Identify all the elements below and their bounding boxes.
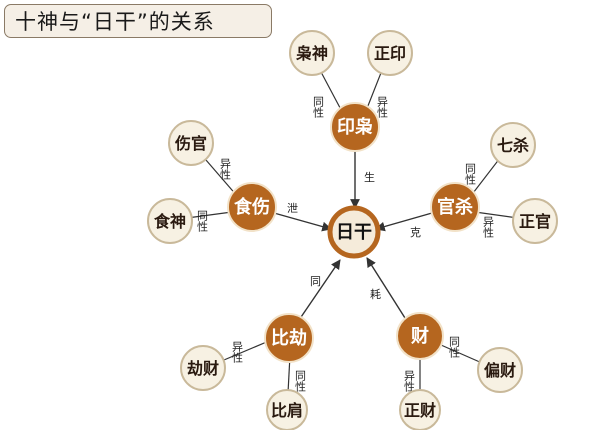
label-guansha: 官杀 — [437, 196, 473, 218]
edge-label-shishen: 同性 — [196, 210, 209, 233]
node-zhengguan: 正官 — [512, 198, 558, 244]
label-zhengguan: 正官 — [519, 212, 551, 231]
node-qisha: 七杀 — [490, 122, 536, 168]
label-zhengyin: 正印 — [374, 44, 406, 63]
label-shangguan: 伤官 — [174, 134, 207, 153]
label-xiaoshen: 枭神 — [295, 44, 328, 63]
node-jiecai: 劫财 — [180, 345, 226, 391]
node-bijian: 比肩 — [266, 389, 308, 430]
leaf-nodes: 枭神 正印 七杀 正官 偏财 正财 劫财 比肩 — [147, 30, 558, 430]
label-yinxiao: 印枭 — [337, 116, 373, 138]
edge-label-bijie: 同 — [310, 275, 321, 288]
edge-label-xiaoshen: 同性 — [312, 96, 325, 119]
hub-shishang: 食伤 — [227, 182, 277, 232]
edge-label-shishang: 泄 — [287, 202, 298, 215]
label-shishang: 食伤 — [233, 196, 270, 218]
hub-nodes: 印枭 官杀 财 比劫 食伤 — [227, 102, 480, 363]
label-qisha: 七杀 — [497, 136, 529, 155]
edge-label-caicai: 耗 — [370, 288, 381, 301]
hub-arrows — [273, 148, 433, 321]
node-shishen: 食神 — [147, 198, 193, 244]
edge-label-zhengguan: 异性 — [482, 216, 495, 239]
label-jiecai: 劫财 — [187, 359, 219, 378]
edge-label-guansha: 克 — [410, 226, 421, 239]
label-piancai: 偏财 — [484, 361, 516, 380]
label-shishen: 食神 — [153, 212, 186, 231]
edge-label-zhengyin: 异性 — [376, 96, 389, 119]
arrow-shishang — [273, 212, 332, 232]
diagram-title: 十神与“日干”的关系 — [4, 4, 272, 38]
edge-label-piancai: 同性 — [448, 336, 461, 359]
node-zhengyin: 正印 — [367, 30, 413, 76]
hub-yinxiao: 印枭 — [330, 102, 380, 152]
label-zhengcai: 正财 — [404, 401, 436, 420]
arrow-caicai — [366, 257, 406, 319]
node-xiaoshen: 枭神 — [289, 30, 335, 76]
edge-label-bijian: 同性 — [294, 370, 307, 393]
edge-label-qisha: 同性 — [464, 163, 477, 186]
label-caicai: 财 — [411, 325, 429, 347]
edge-label-shangguan: 异性 — [219, 158, 232, 181]
label-bijian: 比肩 — [271, 401, 303, 420]
edge-label-zhengcai: 异性 — [403, 370, 416, 393]
arrow-guansha — [375, 212, 433, 232]
node-zhengcai: 正财 — [399, 389, 441, 430]
node-shangguan: 伤官 — [168, 120, 214, 166]
arrow-bijie — [298, 259, 341, 321]
edge-label-yinxiao: 生 — [364, 170, 375, 184]
hub-caicai: 财 — [396, 312, 444, 360]
node-piancai: 偏财 — [477, 347, 523, 393]
label-bijie: 比劫 — [271, 328, 307, 349]
edge-label-jiecai: 异性 — [231, 341, 244, 364]
leaf-edge-labels: 同性 异性 同性 异性 同性 异性 异性 同性 异性 同性 — [196, 96, 495, 393]
hub-guansha: 官杀 — [430, 182, 480, 232]
label-center: 日干 — [336, 222, 372, 243]
hub-bijie: 比劫 — [264, 313, 314, 363]
center-node: 日干 — [327, 205, 381, 259]
hub-edge-labels: 生 克 耗 同 泄 — [287, 170, 421, 301]
